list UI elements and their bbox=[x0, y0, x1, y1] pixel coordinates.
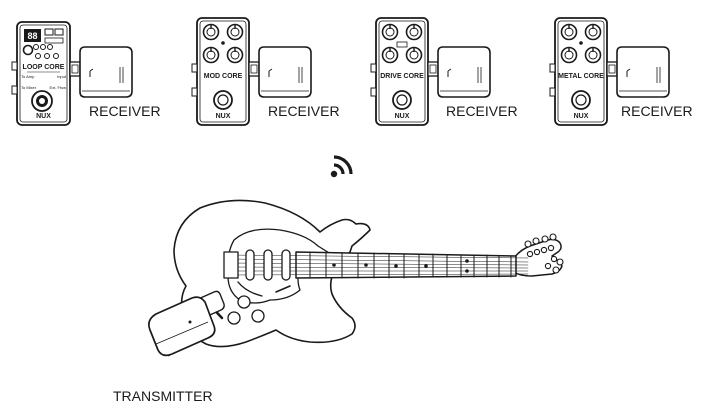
receiver-1 bbox=[69, 46, 133, 98]
electric-guitar bbox=[173, 199, 564, 348]
receiver-3 bbox=[427, 46, 491, 98]
receiver-label: RECEIVER bbox=[621, 103, 693, 119]
jack-label: Ext. Ftsw bbox=[50, 85, 67, 90]
receiver-label: RECEIVER bbox=[268, 103, 340, 119]
pedal-name: LOOP CORE bbox=[23, 64, 65, 71]
receiver-label: RECEIVER bbox=[89, 103, 161, 119]
pedal-name: DRIVE CORE bbox=[380, 73, 424, 80]
jack-label: To Mixer bbox=[21, 85, 37, 90]
pedal-metal-core: METAL CORE NUX bbox=[549, 17, 608, 126]
receiver-2 bbox=[248, 46, 312, 98]
receiver-4 bbox=[606, 46, 670, 98]
footswitch bbox=[571, 90, 591, 110]
brand-logo: NUX bbox=[574, 113, 589, 120]
brand-logo: NUX bbox=[216, 113, 231, 120]
brand-logo: NUX bbox=[395, 113, 410, 120]
footswitch bbox=[392, 90, 412, 110]
brand-logo: NUX bbox=[36, 113, 51, 120]
pedal-name: MOD CORE bbox=[204, 73, 243, 80]
pedal-drive-core: DRIVE CORE NUX bbox=[370, 17, 429, 126]
pedal-name: METAL CORE bbox=[558, 73, 604, 80]
svg-text:88: 88 bbox=[27, 31, 37, 41]
footswitch bbox=[213, 90, 233, 110]
pedal-mod-core: MOD CORE NUX bbox=[191, 17, 250, 126]
transmitter-label: TRANSMITTER bbox=[113, 388, 213, 404]
wifi-signal-icon bbox=[330, 155, 353, 178]
jack-label: To Amp bbox=[21, 74, 35, 79]
jack-label: Input bbox=[57, 74, 67, 79]
pedal-loop-core: 88 LOOP CORE To Amp To Mixer Input Ext. … bbox=[11, 21, 71, 126]
receiver-label: RECEIVER bbox=[446, 103, 518, 119]
transmitter-device bbox=[148, 290, 225, 357]
